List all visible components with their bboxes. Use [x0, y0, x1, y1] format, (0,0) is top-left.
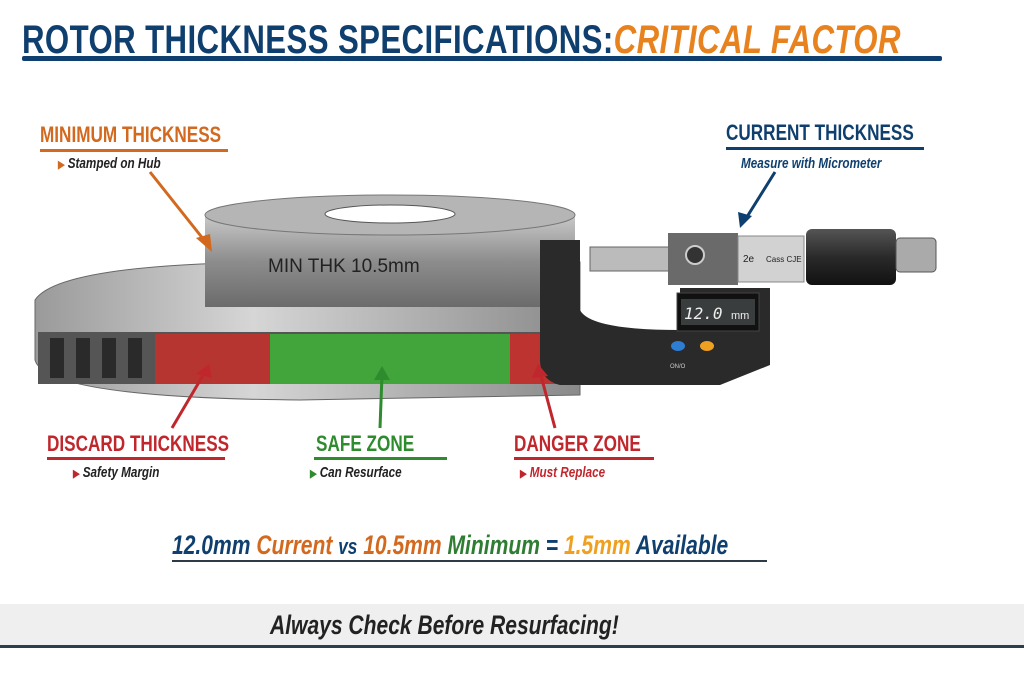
safe-arrow [378, 374, 384, 429]
rotor-center-bore [324, 204, 456, 224]
thimble-mark: 2e [743, 254, 755, 265]
button-label: ON/O [670, 364, 686, 370]
eq-equals: = [545, 530, 559, 560]
safe-sub-text: Can Resurface [319, 464, 402, 481]
eq-minimum-word: Minimum [447, 530, 540, 560]
discard-underline [47, 457, 225, 460]
danger-subtitle: ▶Must Replace [520, 464, 605, 481]
micrometer-ratchet-grip[interactable] [806, 229, 896, 285]
danger-arrow [538, 371, 557, 429]
equation-underline [172, 560, 767, 562]
eq-vs: vs [338, 534, 358, 559]
discard-subtitle: ▶Safety Margin [73, 464, 159, 481]
discard-arrowhead-icon [196, 364, 212, 378]
triangle-right-icon: ▶ [58, 159, 65, 171]
current-subtitle: Measure with Micrometer [741, 155, 882, 172]
title-underline [22, 56, 942, 61]
footer-text: Always Check Before Resurfacing! [270, 610, 619, 640]
minimum-sub-text: Stamped on Hub [67, 155, 161, 172]
micrometer-lock-icon[interactable] [685, 245, 705, 265]
current-thickness-title: CURRENT THICKNESS [726, 120, 914, 145]
micrometer-ratchet-cap[interactable] [895, 237, 937, 273]
title-accent: CRITICAL FACTOR [613, 18, 901, 62]
rotor-stamp: MIN THK 10.5mm [268, 256, 420, 277]
safe-zone-title: SAFE ZONE [316, 431, 415, 456]
display-unit: mm [731, 310, 749, 322]
page-title: ROTOR THICKNESS SPECIFICATIONS:CRITICAL … [22, 18, 901, 63]
safe-zone-band [270, 334, 510, 384]
danger-zone-title: DANGER ZONE [514, 431, 641, 456]
rotor-vents [50, 338, 142, 378]
micrometer-orange-button[interactable] [700, 341, 714, 351]
footer-band [0, 604, 1024, 646]
lcd-panel [681, 299, 755, 325]
micrometer-thimble [737, 235, 805, 283]
safe-subtitle: ▶Can Resurface [310, 464, 402, 481]
danger-sub-text: Must Replace [529, 464, 606, 481]
eq-minimum-value: 10.5mm [363, 530, 442, 560]
title-main: ROTOR THICKNESS SPECIFICATIONS: [22, 18, 614, 62]
danger-underline [514, 457, 654, 460]
current-underline [726, 147, 924, 150]
eq-available-word: Available [635, 530, 729, 560]
footer-rule [0, 645, 1024, 648]
minimum-thickness-title: MINIMUM THICKNESS [40, 122, 222, 147]
eq-current-value: 12.0mm [172, 530, 251, 560]
discard-sub-text: Safety Margin [82, 464, 160, 481]
triangle-right-icon: ▶ [310, 468, 317, 480]
micrometer-blue-button[interactable] [671, 341, 685, 351]
current-arrowhead-icon [738, 212, 752, 228]
minimum-arrowhead-icon [196, 234, 212, 252]
eq-available-value: 1.5mm [563, 530, 631, 560]
discard-arrow [170, 371, 207, 429]
display-reading: 12.0 [684, 304, 723, 323]
minimum-arrow [148, 171, 210, 246]
safe-arrowhead-icon [374, 366, 390, 380]
micrometer-spindle [589, 246, 681, 272]
current-arrow [743, 171, 777, 221]
discard-thickness-title: DISCARD THICKNESS [47, 431, 230, 456]
eq-current-word: Current [256, 530, 333, 560]
minimum-underline [40, 149, 228, 152]
brand-mark: Cass CJE [766, 255, 802, 264]
thickness-equation: 12.0mm Current vs 10.5mm Minimum = 1.5mm… [172, 530, 728, 561]
safe-underline [314, 457, 447, 460]
triangle-right-icon: ▶ [520, 468, 527, 480]
minimum-subtitle: ▶Stamped on Hub [58, 155, 161, 172]
danger-arrowhead-icon [532, 364, 548, 378]
triangle-right-icon: ▶ [73, 468, 80, 480]
discard-zone-band [155, 334, 270, 384]
